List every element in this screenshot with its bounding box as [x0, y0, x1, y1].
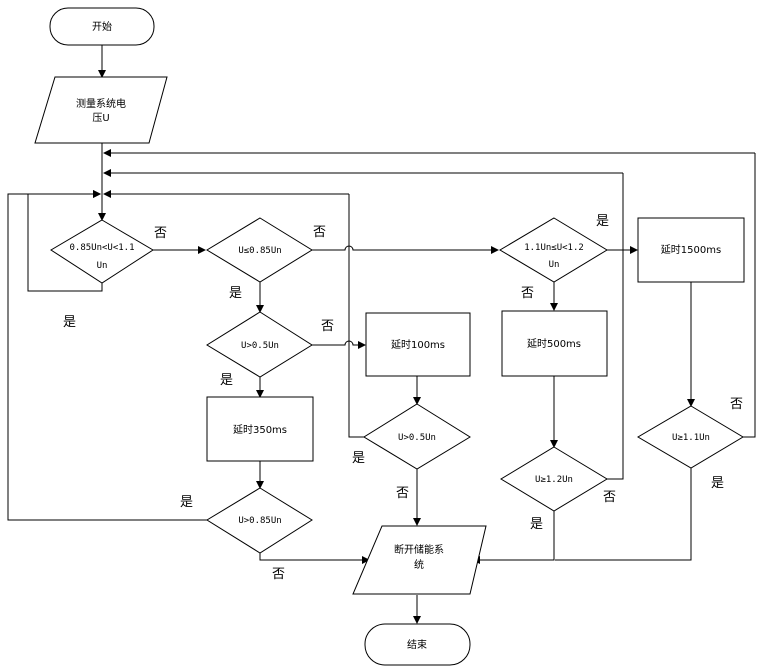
label-no-d2: 否	[313, 225, 326, 240]
decision-above-085: U>0.85Un	[206, 487, 313, 554]
svg-text:压U: 压U	[92, 112, 109, 124]
label-yes-d3: 是	[220, 373, 233, 388]
decision-above-11: U≥1.1Un	[637, 405, 744, 469]
label-yes-d7: 是	[530, 517, 543, 532]
end-node: 结束	[364, 623, 471, 666]
measure-voltage-node: 测量系统电 压U	[34, 76, 168, 144]
edge-labels: 否 是 否 是 否 是 是 否 是 否 是 否 否 是 否 是	[63, 214, 743, 582]
disconnect-storage-node: 断开储能系 统	[352, 525, 487, 595]
label-yes-d5: 是	[352, 451, 365, 466]
svg-text:1.1Un≤U<1.2: 1.1Un≤U<1.2	[524, 243, 584, 253]
svg-text:延时1500ms: 延时1500ms	[661, 244, 721, 256]
connectors	[7, 45, 756, 624]
label-yes-d8: 是	[711, 476, 724, 491]
svg-text:U>0.85Un: U>0.85Un	[238, 516, 281, 526]
svg-text:U≥1.1Un: U≥1.1Un	[672, 433, 710, 443]
svg-text:U>0.5Un: U>0.5Un	[398, 433, 436, 443]
decision-undervoltage: U≤0.85Un	[206, 217, 313, 283]
label-no-d6: 否	[521, 286, 534, 301]
svg-text:U>0.5Un: U>0.5Un	[241, 341, 279, 351]
svg-text:Un: Un	[549, 260, 560, 270]
decision-overvoltage-range: 1.1Un≤U<1.2 Un	[499, 217, 608, 283]
label-no-d8: 否	[730, 397, 743, 412]
label-yes-d1: 是	[63, 315, 76, 330]
svg-text:延时100ms: 延时100ms	[391, 339, 445, 351]
label-no-d1: 否	[154, 226, 167, 241]
decision-normal-range: 0.85Un<U<1.1 Un	[50, 219, 154, 284]
label-no-d7: 否	[603, 490, 616, 505]
label-yes-d6: 是	[596, 214, 609, 229]
decision-above-12: U≥1.2Un	[500, 446, 608, 512]
svg-text:Un: Un	[97, 261, 108, 271]
svg-text:断开储能系: 断开储能系	[394, 543, 444, 556]
start-node: 开始	[49, 7, 155, 46]
svg-text:0.85Un<U<1.1: 0.85Un<U<1.1	[69, 243, 134, 253]
delay-500ms-node: 延时500ms	[501, 310, 608, 377]
label-yes-d2: 是	[229, 286, 242, 301]
svg-text:U≤0.85Un: U≤0.85Un	[238, 246, 281, 256]
decision-above-half-2: U>0.5Un	[363, 403, 471, 470]
svg-text:结束: 结束	[407, 638, 427, 651]
label-no-d4: 否	[272, 567, 285, 582]
delay-100ms-node: 延时100ms	[365, 312, 471, 377]
svg-text:开始: 开始	[92, 20, 112, 33]
label-yes-d4: 是	[180, 495, 193, 510]
svg-text:延时350ms: 延时350ms	[233, 424, 287, 436]
decision-above-half: U>0.5Un	[206, 311, 313, 378]
svg-text:U≥1.2Un: U≥1.2Un	[535, 475, 573, 485]
svg-text:测量系统电: 测量系统电	[76, 97, 126, 110]
delay-350ms-node: 延时350ms	[206, 396, 314, 462]
svg-text:延时500ms: 延时500ms	[527, 338, 581, 350]
label-no-d5: 否	[396, 486, 409, 501]
label-no-d3: 否	[321, 319, 334, 334]
delay-1500ms-node: 延时1500ms	[637, 217, 745, 283]
svg-text:统: 统	[414, 558, 424, 571]
